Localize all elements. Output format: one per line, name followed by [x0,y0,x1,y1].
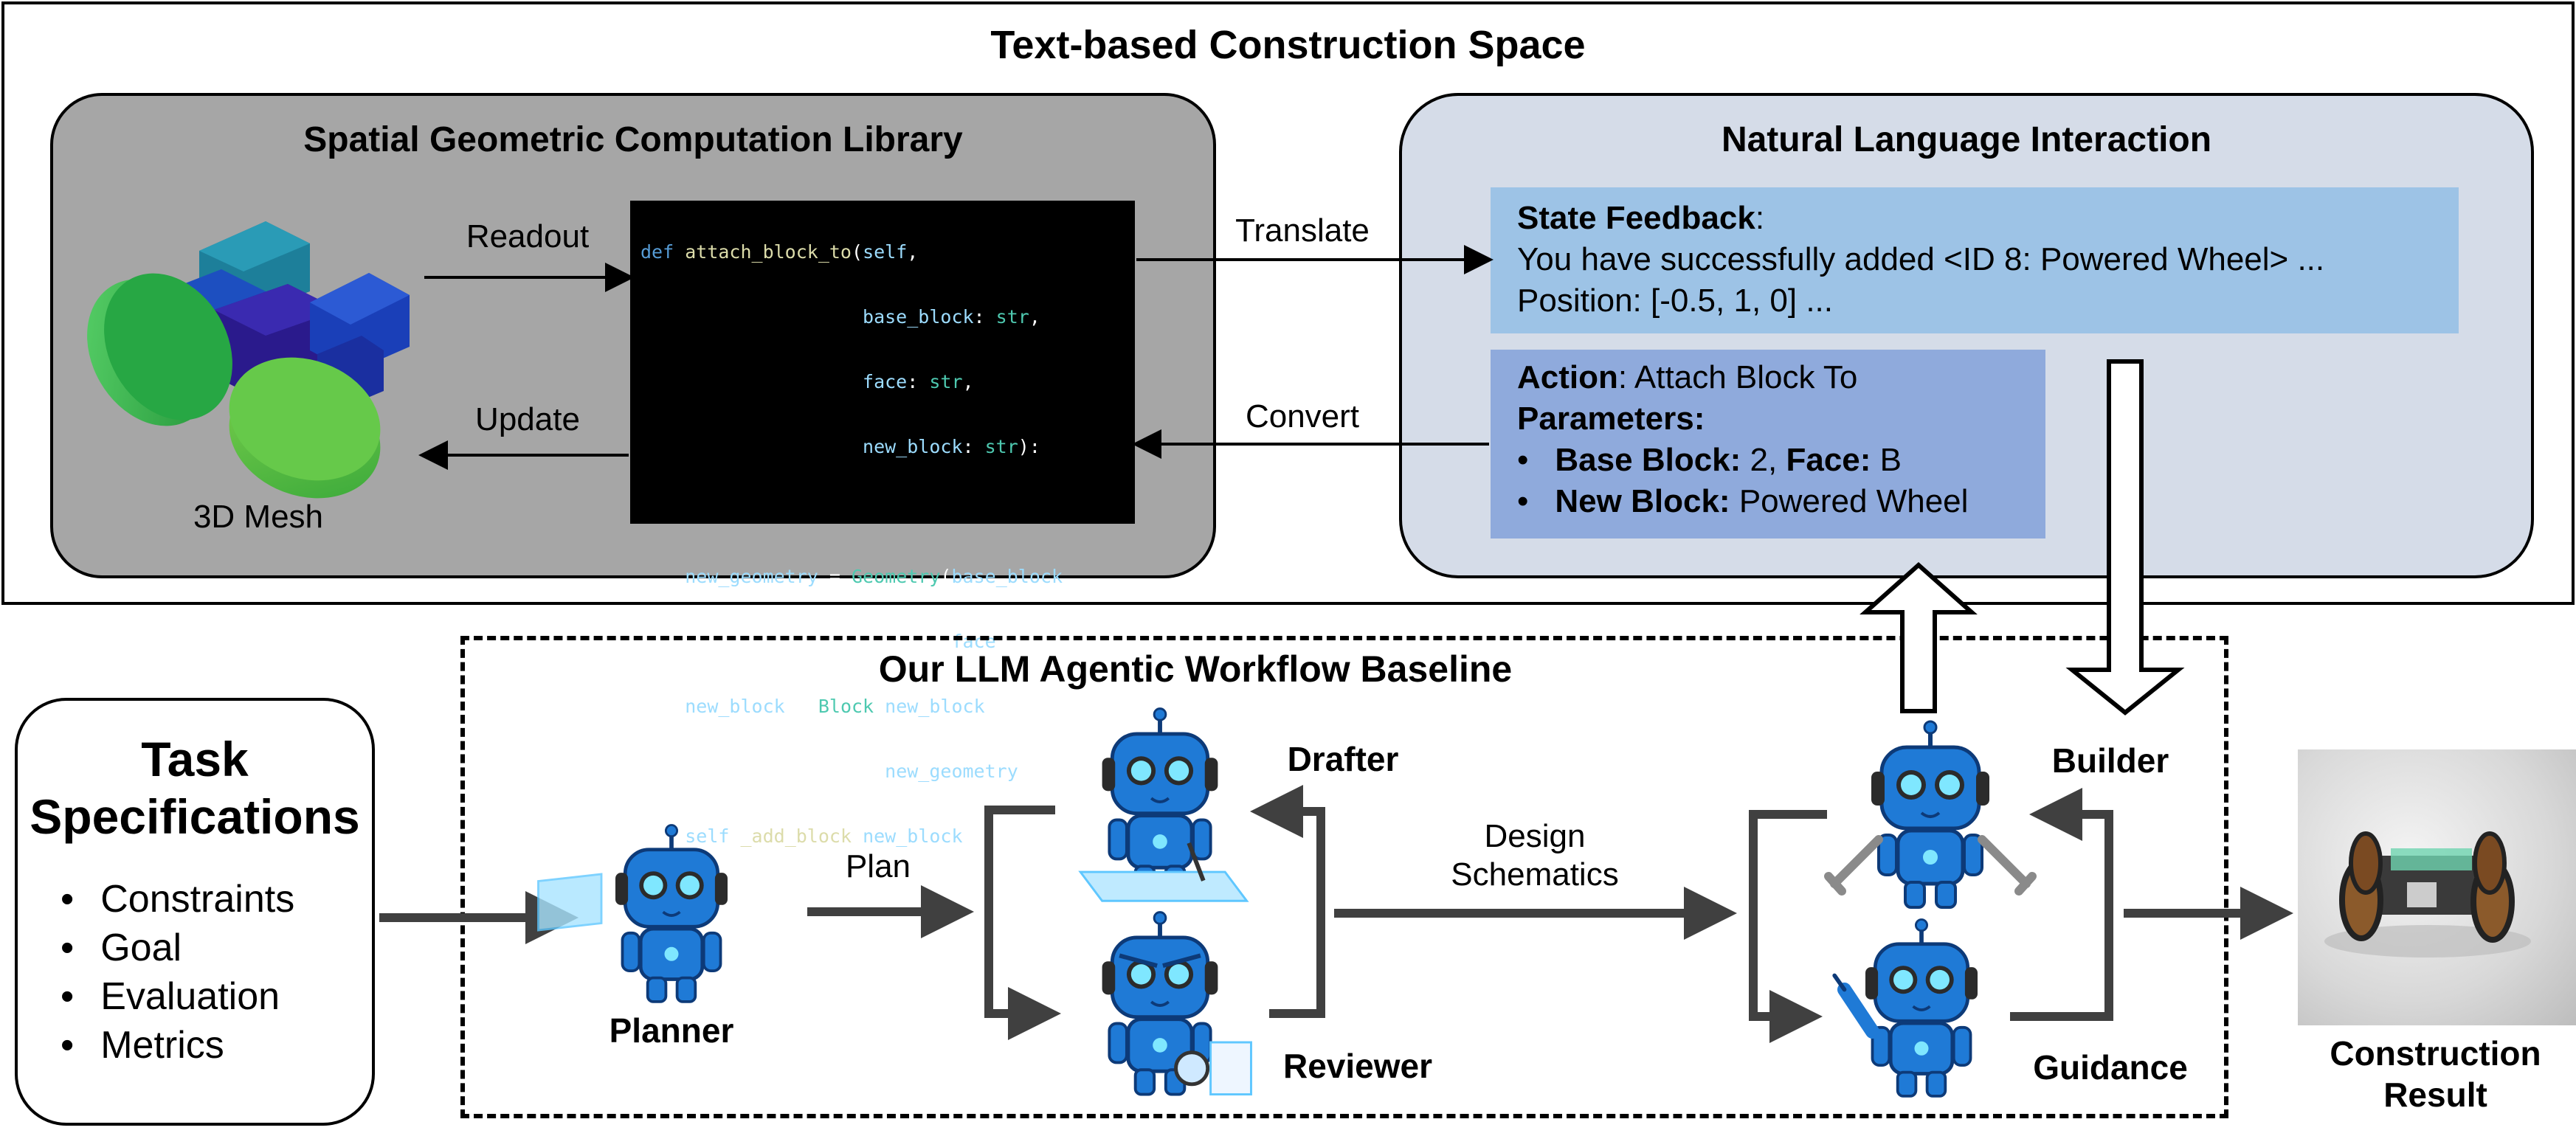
task-spec-title: Task Specifications [15,730,375,845]
action-value: Attach Block To [1634,359,1858,395]
param-base-block-value: 2, [1750,442,1778,478]
code-line-2: base_block: str, [863,306,1040,328]
result-label-line-1: Construction [2330,1034,2541,1073]
code-line-9: new_geometry) [885,761,1029,782]
result-label-line-2: Result [2383,1076,2487,1114]
construction-result-label: Construction Result [2295,1033,2576,1115]
code-line-6: new_geometry = Geometry(base_block, [685,566,1074,587]
mesh-label: 3D Mesh [193,499,324,535]
geometry-library-title: Spatial Geometric Computation Library [303,120,963,159]
design-label-line-2: Schematics [1451,856,1619,893]
param-base-block: • Base Block: 2, Face: B [1517,442,1902,478]
param-new-block-value: Powered Wheel [1738,483,1969,519]
planner-label: Planner [609,1011,734,1050]
translate-label: Translate [1235,212,1370,249]
plan-label: Plan [845,848,911,884]
builder-label: Builder [2051,741,2169,780]
param-base-block-key: Base Block: [1555,442,1741,478]
action-heading: Action [1517,359,1618,395]
design-schematics-label: Design Schematics [1402,817,1668,894]
construction-space-title: Text-based Construction Space [990,23,1586,67]
code-line-4: new_block: str): [863,436,1040,457]
task-spec-title-line-2: Specifications [30,789,360,844]
task-spec-item: •Constraints [61,878,295,921]
drafter-label: Drafter [1287,740,1399,778]
state-feedback-heading: State Feedback [1517,200,1755,236]
code-line-10: self._add_block(new_block) [685,825,974,847]
construction-result-image [2298,749,2576,1025]
param-face-value: B [1879,442,1902,478]
task-spec-list: •Constraints •Goal •Evaluation •Metrics [61,875,294,1070]
guidance-label: Guidance [2033,1048,2188,1087]
task-spec-title-line-1: Task [141,732,249,786]
parameters-heading: Parameters: [1517,401,1705,437]
action-box: Action: Attach Block To Parameters: • Ba… [1491,350,2045,538]
nli-title: Natural Language Interaction [1721,120,2212,159]
param-face-key: Face: [1786,442,1871,478]
state-feedback-box: State Feedback: You have successfully ad… [1491,187,2459,333]
code-text: def attach_block_to(self, base_block: st… [640,204,1074,885]
task-spec-item: •Metrics [61,1024,224,1067]
task-spec-box [15,698,375,1126]
reviewer-label: Reviewer [1282,1047,1432,1085]
param-new-block: • New Block: Powered Wheel [1517,483,1969,519]
convert-label: Convert [1245,398,1360,434]
code-line-1: def attach_block_to(self, [640,241,919,263]
code-line-8: new_block = Block(new_block, [685,696,996,717]
design-label-line-1: Design [1484,818,1586,854]
param-new-block-key: New Block: [1555,483,1730,519]
code-block [630,201,1135,524]
readout-label: Readout [466,218,590,254]
construction-space-frame [1,1,2575,605]
workflow-title: Our LLM Agentic Workflow Baseline [878,648,1513,690]
state-feedback-line-1: You have successfully added <ID 8: Power… [1517,241,2325,277]
task-spec-item: •Evaluation [61,975,280,1018]
workflow-frame [460,636,2228,1118]
code-line-7: face) [951,631,1007,652]
code-line-3: face: str, [863,371,974,392]
task-spec-item: •Goal [61,927,182,969]
state-feedback-line-2: Position: [-0.5, 1, 0] ... [1517,283,1833,319]
update-label: Update [475,401,580,437]
